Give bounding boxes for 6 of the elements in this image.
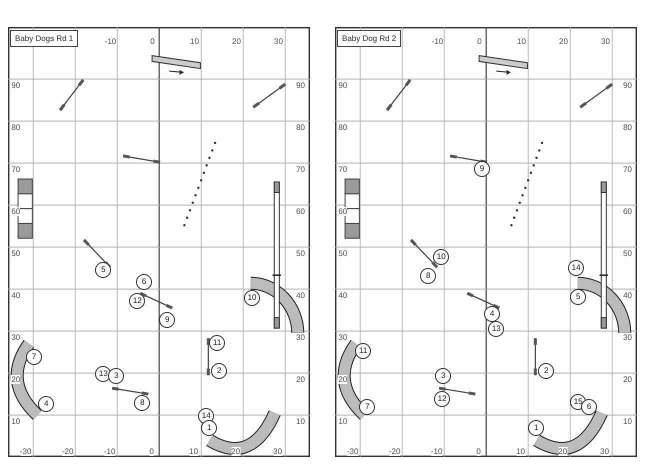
grid-label: 0 xyxy=(149,446,154,456)
course-title: Baby Dog Rd 2 xyxy=(337,30,402,47)
course-title: Baby Dogs Rd 1 xyxy=(10,30,78,47)
grid-label: 0 xyxy=(477,36,482,46)
grid-label: 0 xyxy=(150,36,155,46)
grid-label: 0 xyxy=(476,446,481,456)
